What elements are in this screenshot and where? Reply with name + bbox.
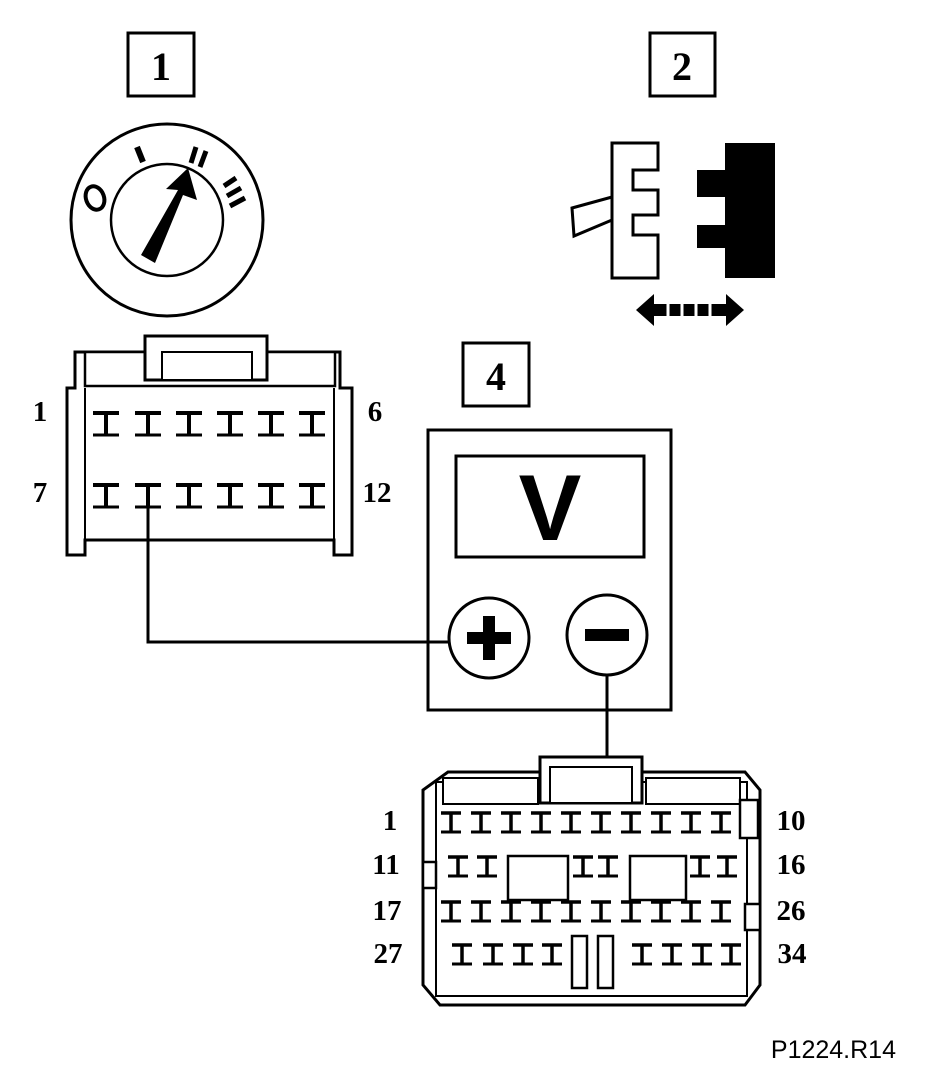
connector-12-pin xyxy=(65,334,354,557)
callout-1-label: 1 xyxy=(151,44,171,89)
connector-disconnect-icon xyxy=(570,141,775,326)
connector-34-pin xyxy=(421,755,762,1007)
callout-4: 4 xyxy=(461,341,531,408)
callout-2-label: 2 xyxy=(672,44,692,89)
connector-12-pin-label-7: 7 xyxy=(33,477,48,509)
callout-4-label: 4 xyxy=(486,354,506,399)
ignition-switch-icon: 0 I II III xyxy=(69,122,265,318)
callout-1: 1 xyxy=(126,31,196,98)
connector-34-pin-label-17: 17 xyxy=(373,895,402,927)
connector-34-pin-label-34: 34 xyxy=(778,938,807,970)
wire-positive xyxy=(146,503,450,644)
figure-reference: P1224.R14 xyxy=(771,1036,896,1064)
connector-12-pin-label-1: 1 xyxy=(33,396,48,428)
connector-12-pin-label-6: 6 xyxy=(368,396,383,428)
voltmeter-display: V xyxy=(519,455,582,560)
connector-34-pin-label-27: 27 xyxy=(374,938,403,970)
connector-34-pin-label-16: 16 xyxy=(777,849,806,881)
connector-12-pin-label-12: 12 xyxy=(363,477,392,509)
connector-34-pin-label-10: 10 xyxy=(777,805,806,837)
callout-2: 2 xyxy=(648,31,717,98)
connector-34-pin-label-1: 1 xyxy=(383,805,398,837)
connector-34-pin-label-26: 26 xyxy=(777,895,806,927)
voltmeter-icon: V xyxy=(426,428,673,712)
connector-34-pin-label-11: 11 xyxy=(372,849,399,881)
